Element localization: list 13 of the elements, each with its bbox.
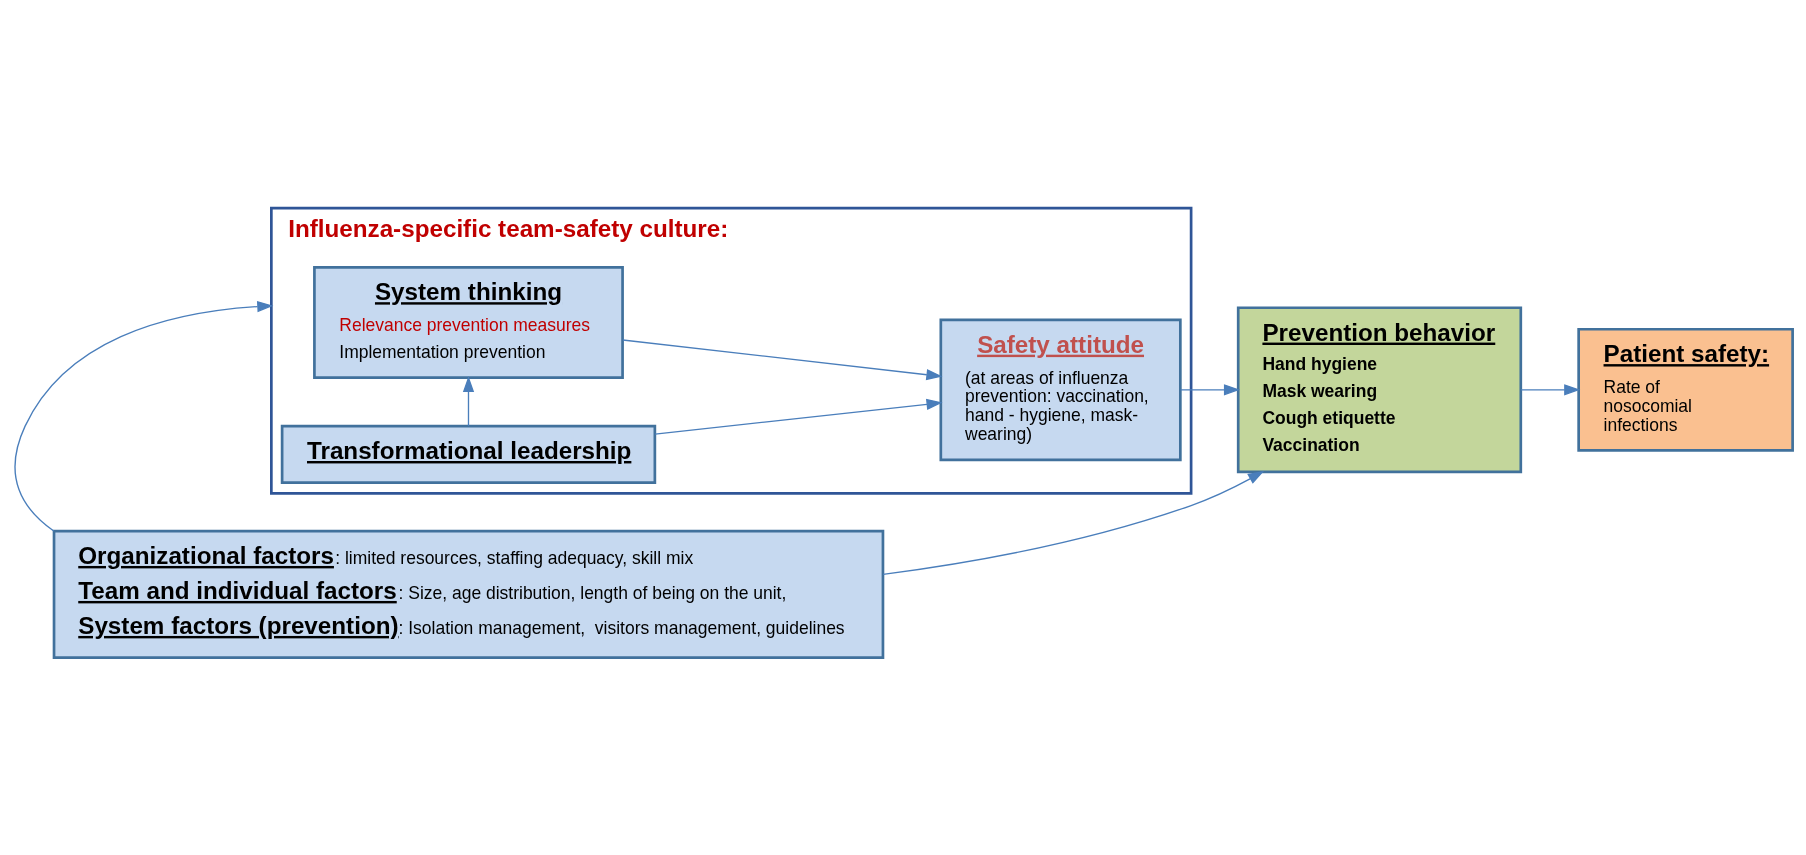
- arrow: [1179, 384, 1240, 396]
- arrow: [13, 300, 273, 532]
- node-box: Organizational factors: limited resources, staffing adequacy, skill mix Team and individual factors: Size, age distribution, length of being on the unit, System factors (prevention): Isolation management, visitors management, guidelines: [52, 529, 884, 659]
- node-box: Transformational leadership: [280, 424, 656, 484]
- node-box: System thinking Relevance prevention measures Implementation prevention: [312, 266, 624, 380]
- arrow: [1519, 384, 1580, 396]
- node-box: Safety attitude (at areas of influenza prevention: vaccination, hand - hygiene, mask-wearing): [938, 318, 1182, 462]
- arrow: [881, 471, 1264, 576]
- node-box: Patient safety: Rate of nosocomial infections: [1576, 327, 1794, 452]
- arrow: [462, 375, 474, 427]
- node-box: Prevention behavior Hand hygiene Mask wearing Cough etiquette Vaccination: [1236, 306, 1522, 474]
- arrow: [653, 398, 943, 435]
- arrow: [621, 339, 942, 381]
